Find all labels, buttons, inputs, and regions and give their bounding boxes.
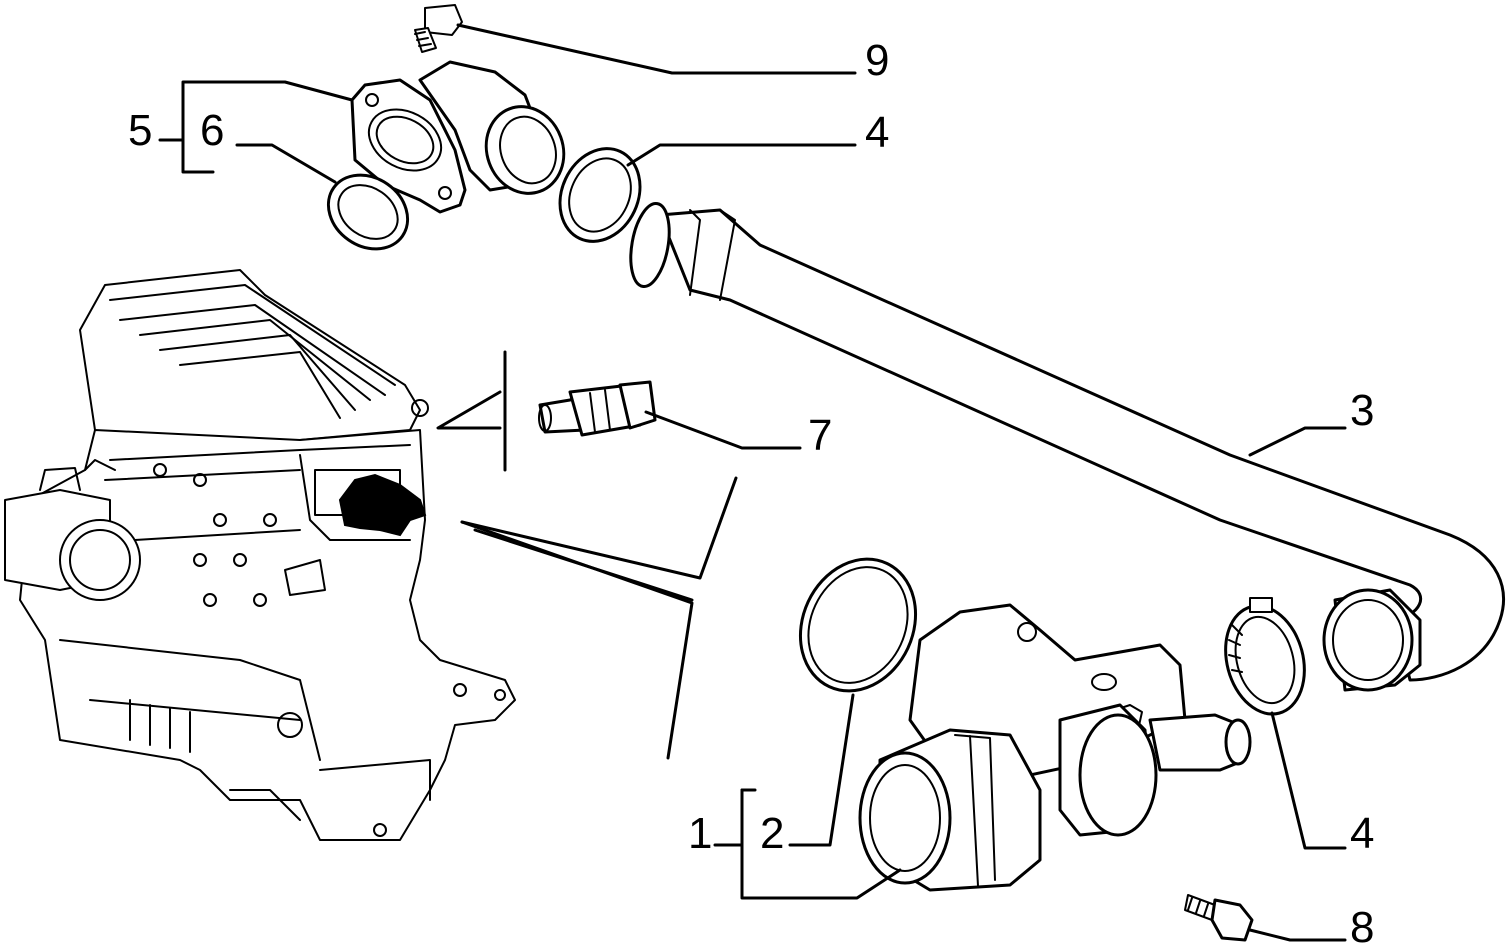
thermostat-housing-1 xyxy=(858,603,1252,892)
callout-1: 1 xyxy=(688,809,712,858)
temperature-sensor-7 xyxy=(538,380,657,437)
callout-4-bottom: 4 xyxy=(1350,809,1374,858)
callout-2: 2 xyxy=(760,809,784,858)
engine-block xyxy=(4,269,516,841)
seal-ring-6 xyxy=(326,173,410,251)
bolt-8 xyxy=(1184,894,1254,942)
callout-4-top: 4 xyxy=(865,108,889,157)
callout-9: 9 xyxy=(865,36,889,85)
clamp-ring-4-top xyxy=(558,147,642,243)
callout-5: 5 xyxy=(128,106,152,155)
callout-8: 8 xyxy=(1350,903,1374,948)
callout-6: 6 xyxy=(200,106,224,155)
leader-lines xyxy=(158,23,1347,942)
callout-7: 7 xyxy=(808,411,832,460)
water-outlet-flange xyxy=(350,4,566,214)
clamp-ring-4-bottom xyxy=(1224,597,1306,716)
callout-3: 3 xyxy=(1350,386,1374,435)
callout-labels: 9 4 5 6 7 3 1 2 4 8 xyxy=(128,36,1374,948)
seal-ring-2 xyxy=(798,557,918,693)
engine-pointer-lines xyxy=(436,350,738,760)
coolant-hose-3 xyxy=(629,202,1505,692)
sensor-location-marker xyxy=(338,473,427,537)
